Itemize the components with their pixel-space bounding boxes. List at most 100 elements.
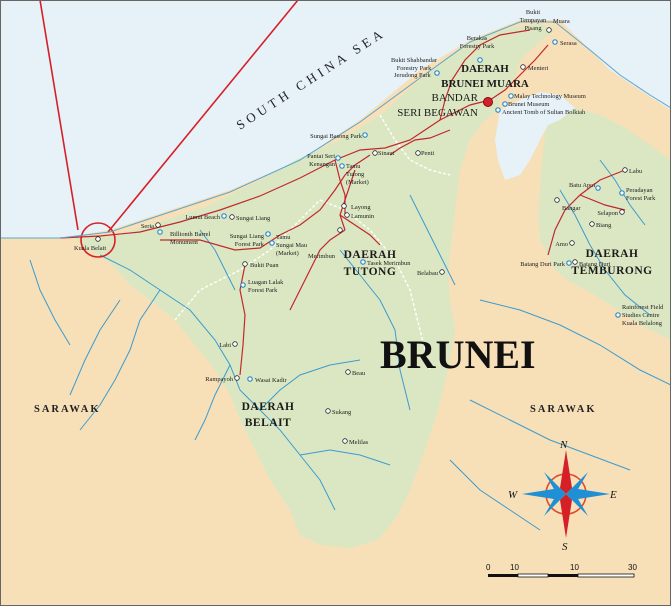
town-menteri [520,64,526,70]
town-sukang [325,408,331,414]
poi-tamu-sungai-mau [269,240,275,246]
poi-jerudong [434,70,440,76]
town-seria [155,222,161,228]
inset-lines [39,0,299,258]
label-merimbun: Merimbun [308,253,336,260]
town-merimbun [337,227,343,233]
compass-w: W [508,489,518,501]
scale-bar: 0 10 10 30 [486,563,637,578]
label-labi: Labi [219,342,231,349]
town-bukit-puan [242,261,248,267]
label-belabau: Belabau [417,270,439,277]
label-sinaut: Sinaut [378,150,395,157]
label-sungai-basong: Sungai Basong Park [310,133,363,140]
town-amo [569,240,575,246]
label-bangar: Bangar [562,205,581,212]
poi-sungai-basong [362,132,368,138]
poi-serasa [552,39,558,45]
label-penti: Penti [421,150,434,157]
capital-marker [483,97,493,107]
poi-pantai-seri [335,155,341,161]
town-layong [341,203,347,209]
poi-rainforest [615,312,621,318]
label-amo: Amo [555,241,568,248]
town-biang [589,221,595,227]
scale-tick-3: 30 [628,563,637,572]
brunei-west-land [75,24,555,548]
town-markers [95,27,628,444]
poi-brunei-museum [502,101,508,107]
poi-tomb [495,107,501,113]
scale-tick-1: 10 [510,563,519,572]
town-lamunin [344,212,350,218]
poi-peradayan [619,190,625,196]
compass-e: E [609,489,617,501]
poi-sungai-liang-fp [265,231,271,237]
label-wasai-kadir: Wasai Kadir [255,377,287,384]
sarawak-right-label: SARAWAK [530,404,597,415]
town-batang-duri [572,259,578,265]
compass-n: N [559,439,568,451]
label-lamunin: Lamunin [351,213,375,220]
label-menteri: Menteri [528,65,548,72]
sarawak-left-label: SARAWAK [34,404,101,415]
town-beau [345,369,351,375]
label-kuala-belait: Kuala Belait [74,245,106,252]
town-sungai-liang [229,214,235,220]
brunei-bay [495,92,575,180]
poi-tamu-tutong [339,163,345,169]
town-bangar [554,197,560,203]
poi-tasek-merimbun [360,259,366,265]
label-batang-duri-park: Batang Duri Park [520,261,566,268]
town-selapon [619,209,625,215]
town-rampayoh [234,375,240,381]
town-labi [232,341,238,347]
label-rampayoh: Rampayoh [205,376,233,383]
poi-batu-apoi [595,185,601,191]
town-penti [415,150,421,156]
poi-luagan-lalak [240,282,246,288]
poi-markers [157,39,625,382]
label-ancient-tomb: Ancient Tomb of Sultan Bolkiah [502,109,586,116]
poi-wasai-kadir [247,376,253,382]
label-seria: Seria [141,223,154,230]
poi-batang-duri-park [566,260,572,266]
poi-berakas [477,57,483,63]
poi-lumut [221,213,227,219]
scale-tick-2: 10 [570,563,579,572]
label-layong: Layong [351,204,371,211]
compass-rose: N S E W [508,439,617,553]
town-muara [546,27,552,33]
label-serasa: Serasa [560,40,577,47]
label-selapon: Selapon [597,210,618,217]
scale-tick-0: 0 [486,563,491,572]
label-brunei-museum: Brunei Museum [508,101,549,108]
label-sukang: Sukang [332,409,352,416]
temburong-land [538,108,671,340]
town-sinaut [372,150,378,156]
label-tasek-merimbun: Tasek Merimbun [367,260,411,267]
label-jerudong: Jerudong Park [394,72,432,79]
town-kuala-belait [95,236,101,242]
label-lumut-beach: Lumut Beach [185,214,220,221]
label-beau: Beau [352,370,366,377]
label-melilas: Melilas [349,439,369,446]
label-sungai-liang: Sungai Liang [236,215,271,222]
label-batang-duri: Batang Duri [579,261,611,268]
label-muara: Muara [553,18,570,25]
town-belabau [439,269,445,275]
